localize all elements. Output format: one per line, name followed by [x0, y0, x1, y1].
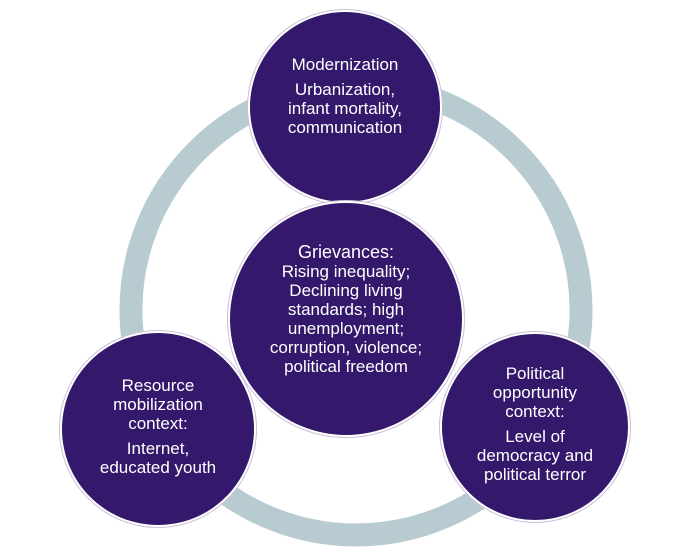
- title-line: opportunity: [492, 383, 578, 402]
- body-line: political freedom: [284, 357, 408, 376]
- body-line: corruption, violence;: [269, 338, 423, 357]
- node-resource-mobilization-body: Internet, educated youth: [100, 439, 216, 477]
- body-line: democracy and: [476, 446, 594, 465]
- title-line: Political: [505, 364, 565, 383]
- body-line: Level of: [505, 427, 565, 446]
- body-line: unemployment;: [287, 319, 405, 338]
- title-line: mobilization: [113, 394, 203, 414]
- body-line: communication: [287, 118, 403, 137]
- body-line: standards; high: [287, 300, 405, 319]
- node-grievances-body: Rising inequality; Declining living stan…: [270, 262, 422, 376]
- body-line: Rising inequality;: [281, 262, 411, 281]
- node-modernization-title: Modernization: [291, 55, 399, 74]
- body-line: political terror: [483, 465, 587, 484]
- node-political-opportunity: Political opportunity context: Level of …: [442, 334, 628, 520]
- node-modernization-body: Urbanization, infant mortality, communic…: [288, 80, 402, 137]
- title-line: context:: [505, 402, 565, 421]
- body-line: Declining living: [289, 281, 403, 300]
- node-resource-mobilization: Resource mobilization context: Internet,…: [62, 333, 254, 525]
- body-line: educated youth: [99, 457, 217, 477]
- node-grievances: Grievances: Rising inequality; Declining…: [230, 203, 462, 435]
- body-line: Urbanization,: [294, 80, 396, 99]
- body-line: Internet,: [126, 438, 190, 458]
- body-line: infant mortality,: [287, 99, 402, 118]
- node-political-opportunity-body: Level of democracy and political terror: [477, 427, 593, 484]
- node-modernization: Modernization Urbanization, infant morta…: [250, 12, 440, 202]
- node-grievances-title: Grievances:: [297, 242, 395, 262]
- node-resource-mobilization-title: Resource mobilization context:: [100, 376, 216, 433]
- title-line: context:: [128, 413, 188, 433]
- title-line: Resource: [121, 375, 195, 395]
- node-political-opportunity-title: Political opportunity context:: [477, 364, 593, 421]
